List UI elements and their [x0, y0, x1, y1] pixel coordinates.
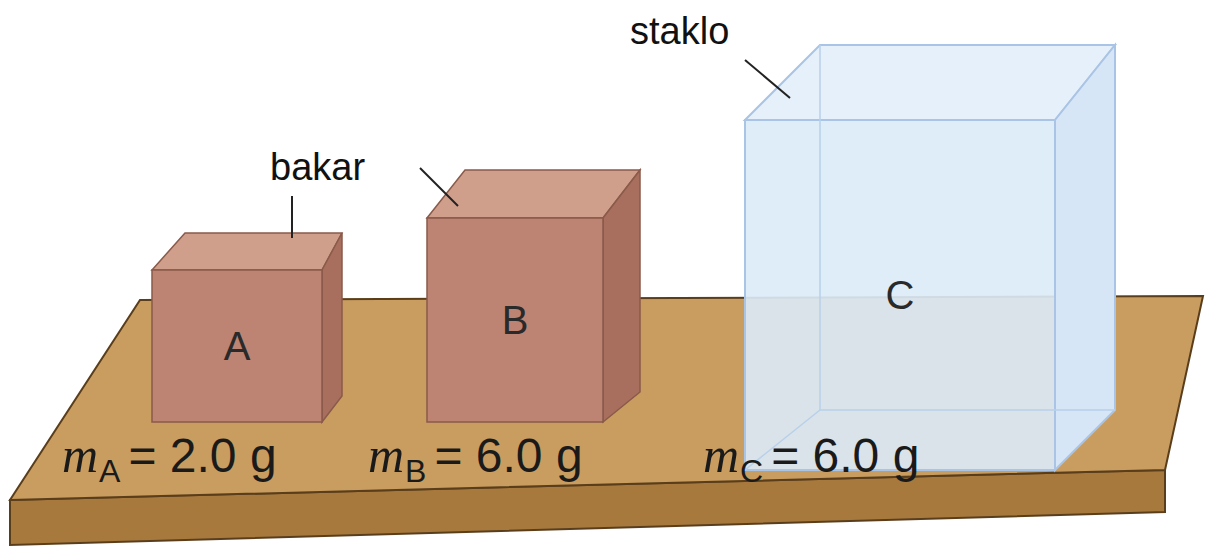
cube-top: [152, 233, 342, 270]
cube-back-edges: [820, 45, 1115, 410]
mass-label: mA= 2.0 g: [62, 430, 277, 480]
mass-label: mC= 6.0 g: [703, 430, 919, 480]
cube-top: [745, 45, 1115, 120]
mass-subscript: C: [740, 453, 763, 489]
cube-side: [322, 233, 342, 422]
material-label: bakar: [270, 148, 365, 186]
cube-block: A: [152, 270, 322, 422]
leader-line: [420, 168, 458, 206]
cube-front: [152, 270, 322, 422]
cube-side: [1055, 45, 1115, 470]
mass-subscript: A: [99, 453, 120, 489]
mass-subscript: B: [405, 453, 426, 489]
mass-label: mB= 6.0 g: [368, 430, 583, 480]
leader-line: [745, 60, 790, 98]
mass-value: = 2.0 g: [128, 429, 276, 482]
cube-front: [745, 120, 1055, 470]
mass-symbol: m: [368, 427, 404, 483]
material-label: staklo: [630, 12, 729, 50]
cube-letter: C: [886, 273, 915, 318]
cube-front: [427, 218, 603, 422]
cube-side: [603, 170, 640, 422]
mass-symbol: m: [703, 427, 739, 483]
cube-block: B: [427, 218, 603, 422]
mass-value: = 6.0 g: [771, 429, 919, 482]
mass-value: = 6.0 g: [434, 429, 582, 482]
cube-block: C: [745, 120, 1055, 470]
leader-line: [291, 196, 293, 238]
cube-letter: A: [224, 324, 251, 369]
cube-letter: B: [502, 298, 529, 343]
mass-symbol: m: [62, 427, 98, 483]
